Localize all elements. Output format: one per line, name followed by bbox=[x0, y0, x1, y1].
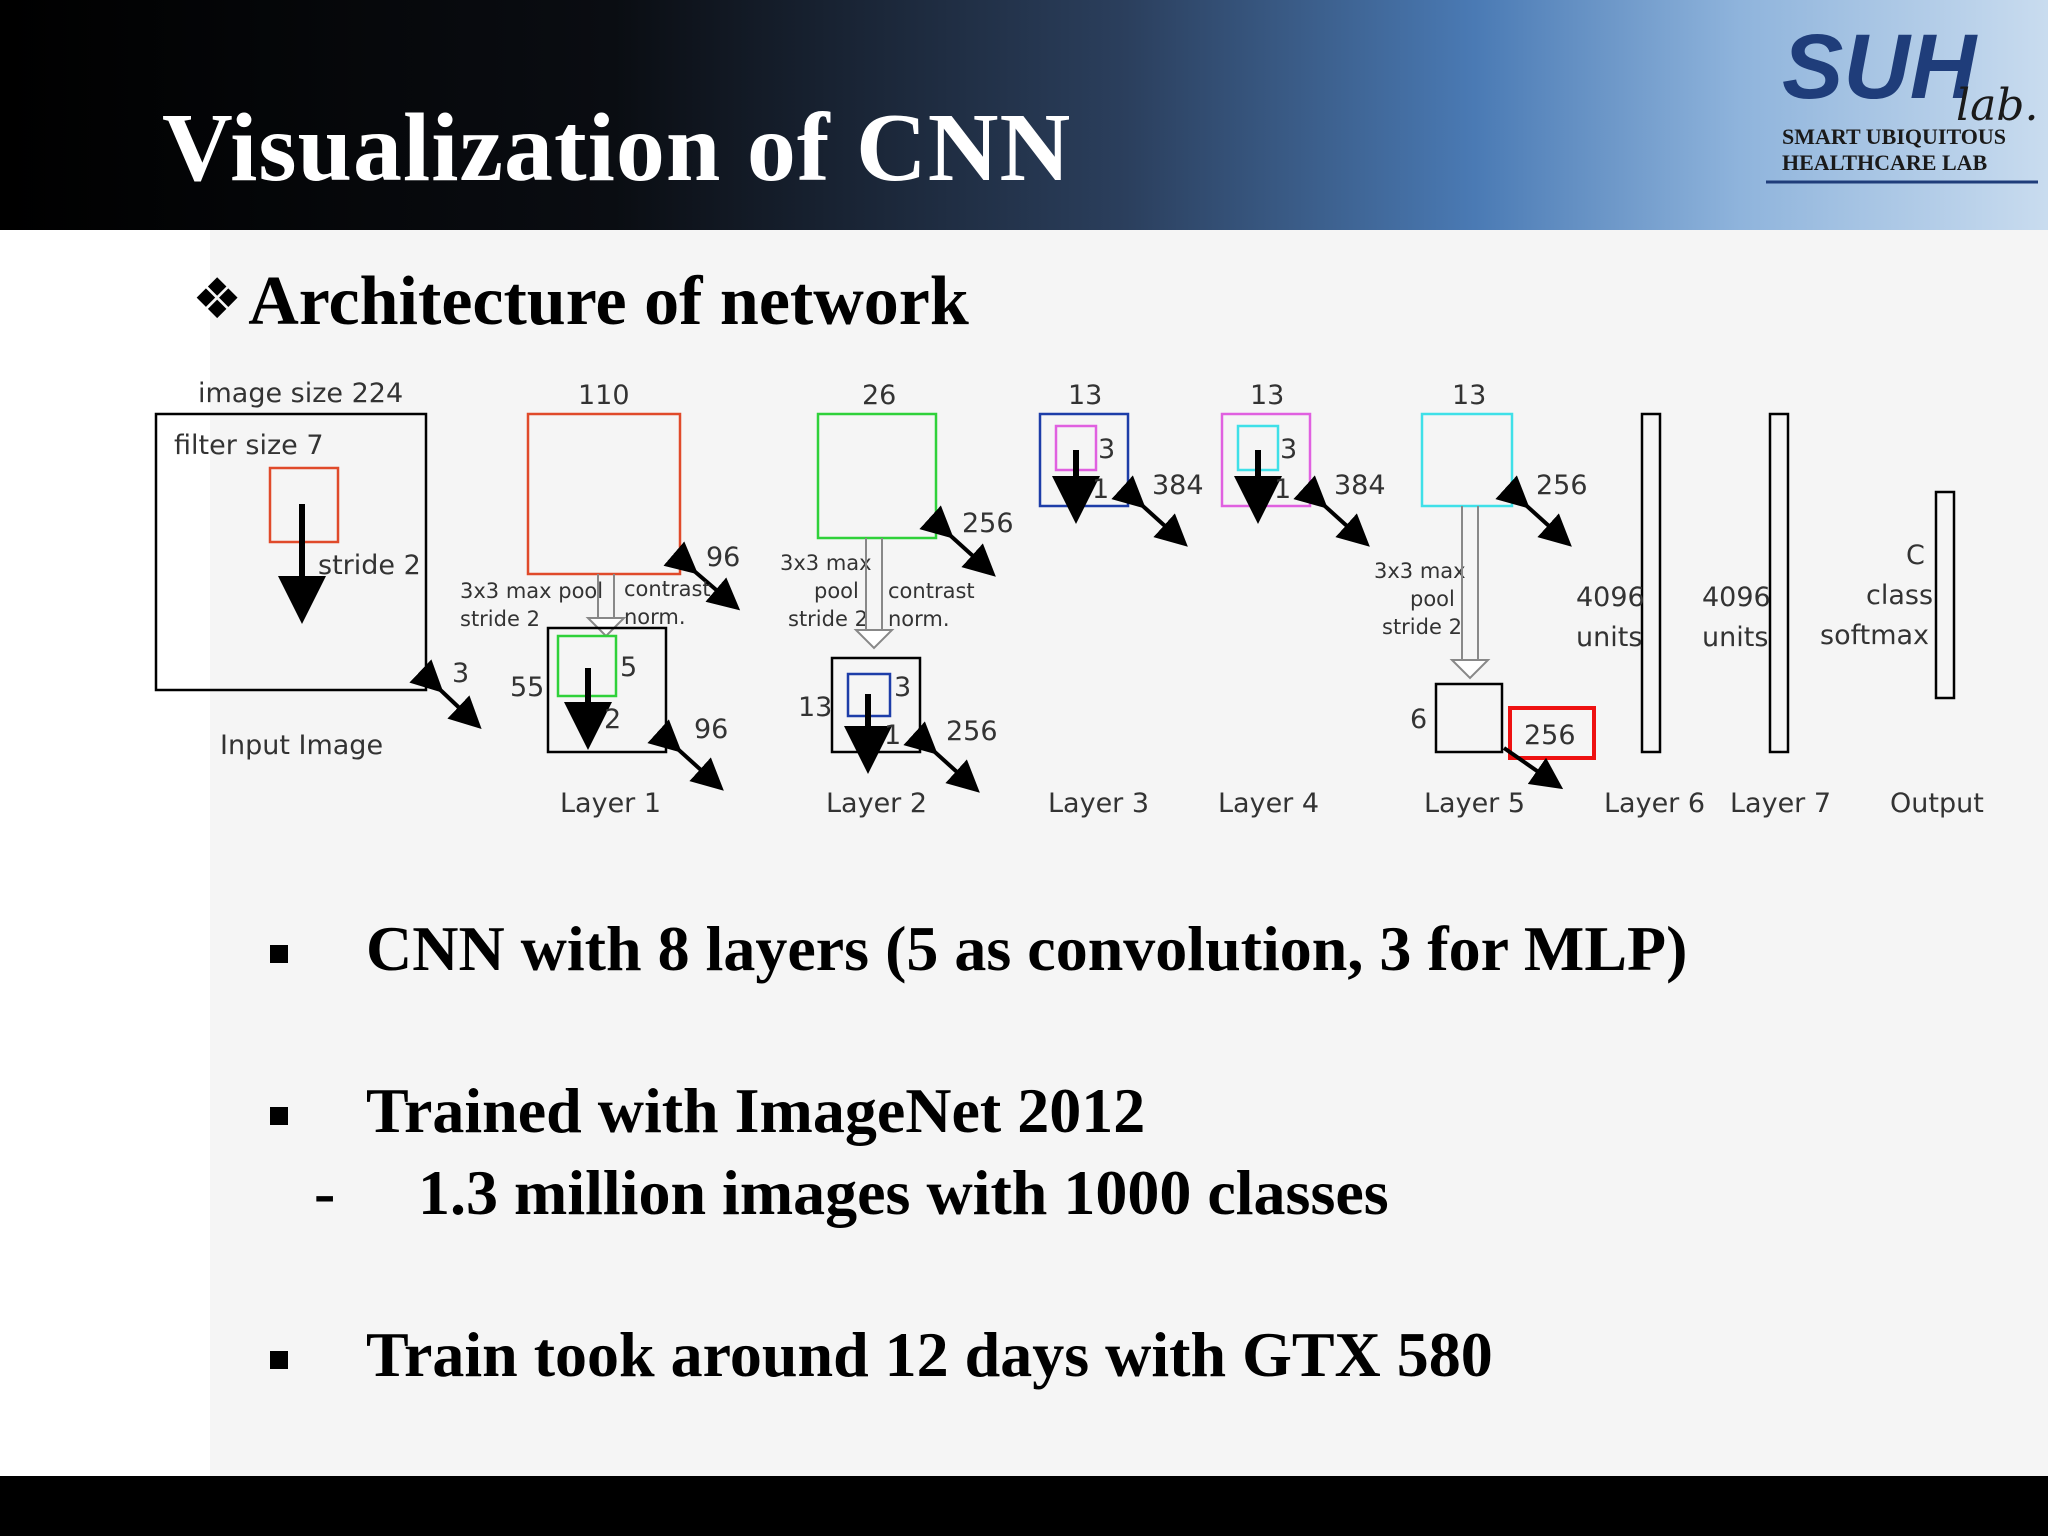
output-caption: Output bbox=[1890, 788, 1984, 819]
diamond-bullet-icon: ❖ bbox=[192, 267, 243, 332]
layer5-depth-arrow bbox=[1502, 746, 1564, 790]
input-stride-label: stride 2 bbox=[318, 550, 421, 581]
input-depth-label: 3 bbox=[452, 658, 469, 689]
layer7-units-1: 4096 bbox=[1702, 582, 1771, 613]
layer-3-block: 13 3 1 384 Layer 3 bbox=[1038, 380, 1204, 819]
layer1-side: 55 bbox=[510, 672, 544, 703]
layer2-depth-arrow bbox=[903, 721, 980, 793]
suh-lab-logo: SUH lab. SMART UBIQUITOUS HEALTHCARE LAB bbox=[1766, 16, 2038, 184]
layer5-depth-top-arrow bbox=[1495, 475, 1572, 547]
layer4-caption: Layer 4 bbox=[1218, 788, 1319, 819]
layer1-norm-1: contrast bbox=[624, 577, 711, 601]
layer1-depth: 96 bbox=[694, 714, 728, 745]
logo-line-1: SMART UBIQUITOUS bbox=[1782, 124, 2006, 149]
layer5-feature-map bbox=[1420, 412, 1514, 508]
layer2-feature-map bbox=[816, 412, 938, 540]
section-heading-text: Architecture of network bbox=[248, 263, 969, 340]
title-bar: Visualization of CNN SUH lab. SMART UBIQ… bbox=[0, 0, 2048, 230]
footer-bar bbox=[0, 1476, 2048, 1536]
layer7-bar bbox=[1768, 412, 1790, 754]
layer-4-block: 13 3 1 384 Layer 4 bbox=[1218, 380, 1386, 819]
layer1-output-box bbox=[546, 626, 668, 754]
slide-title: Visualization of CNN bbox=[162, 94, 1072, 202]
layer1-pool-1: 3x3 max pool bbox=[460, 579, 603, 603]
input-image-box bbox=[154, 412, 428, 692]
layer7-caption: Layer 7 bbox=[1730, 788, 1831, 819]
layer5-depth: 256 bbox=[1524, 720, 1576, 751]
layer4-depth-arrow bbox=[1293, 475, 1370, 547]
layer3-depth-arrow bbox=[1111, 475, 1188, 547]
layer2-pool-arrow bbox=[853, 629, 895, 650]
layer4-kernel: 3 bbox=[1280, 434, 1297, 465]
layer-7-block: 4096 units Layer 7 bbox=[1702, 412, 1831, 819]
cnn-architecture-diagram: image size 224 filter size 7 stride 2 3 … bbox=[154, 378, 1984, 819]
layer2-pool-1: 3x3 max bbox=[780, 551, 872, 575]
content-area bbox=[0, 230, 2048, 1476]
output-class: class bbox=[1866, 580, 1933, 611]
layer4-stride: 1 bbox=[1274, 474, 1291, 505]
layer2-norm-1: contrast bbox=[888, 579, 975, 603]
input-image-block: image size 224 filter size 7 stride 2 3 … bbox=[154, 378, 482, 761]
layer1-feature-map bbox=[526, 412, 682, 576]
logo-wordmark: SUH bbox=[1782, 16, 1979, 118]
input-caption: Input Image bbox=[220, 730, 383, 761]
layer2-pool-3: stride 2 bbox=[788, 607, 868, 631]
output-c: C bbox=[1906, 540, 1925, 571]
output-bar bbox=[1934, 490, 1956, 700]
layer2-pool-2: pool bbox=[814, 579, 859, 603]
layer5-pool-1: 3x3 max bbox=[1374, 559, 1466, 583]
layer5-pool-arrow bbox=[1449, 659, 1491, 680]
layer5-pool-3: stride 2 bbox=[1382, 615, 1462, 639]
layer2-depth-top: 256 bbox=[962, 508, 1014, 539]
layer-6-block: 4096 units Layer 6 bbox=[1576, 412, 1705, 819]
layer6-units-2: units bbox=[1576, 622, 1642, 653]
layer2-stride: 1 bbox=[884, 720, 901, 751]
layer5-depth-top: 256 bbox=[1536, 470, 1588, 501]
input-size-label: image size 224 bbox=[198, 378, 403, 409]
input-depth-arrow bbox=[409, 659, 482, 730]
logo-line-2: HEALTHCARE LAB bbox=[1782, 150, 1988, 175]
layer5-pool-2: pool bbox=[1410, 587, 1455, 611]
layer3-caption: Layer 3 bbox=[1048, 788, 1149, 819]
layer4-depth: 384 bbox=[1334, 470, 1386, 501]
layer2-kernel: 3 bbox=[894, 672, 911, 703]
layer1-pool-2: stride 2 bbox=[460, 607, 540, 631]
layer1-depth-top-arrow bbox=[663, 541, 741, 611]
layer3-stride: 1 bbox=[1092, 474, 1109, 505]
layer5-caption: Layer 5 bbox=[1424, 788, 1525, 819]
layer3-kernel: 3 bbox=[1098, 434, 1115, 465]
layer6-bar bbox=[1640, 412, 1662, 754]
layer6-units-1: 4096 bbox=[1576, 582, 1645, 613]
layer3-depth: 384 bbox=[1152, 470, 1204, 501]
layer6-caption: Layer 6 bbox=[1604, 788, 1705, 819]
layer1-depth-arrow bbox=[647, 719, 724, 791]
layer2-norm-2: norm. bbox=[888, 607, 950, 631]
layer1-caption: Layer 1 bbox=[560, 788, 661, 819]
layer1-kernel: 5 bbox=[620, 652, 637, 683]
logo-lab-script: lab. bbox=[1956, 80, 2038, 131]
layer2-top-size: 26 bbox=[862, 380, 896, 411]
output-softmax: softmax bbox=[1820, 620, 1929, 651]
layer2-depth-top-arrow bbox=[919, 505, 996, 577]
input-filter-label: filter size 7 bbox=[174, 430, 324, 461]
layer7-units-2: units bbox=[1702, 622, 1768, 653]
layer2-caption: Layer 2 bbox=[826, 788, 927, 819]
output-block: C class softmax Output bbox=[1820, 490, 1984, 819]
layer1-norm-2: norm. bbox=[624, 605, 686, 629]
layer-5-block: 13 256 3x3 max pool stride 2 6 256 Layer… bbox=[1374, 380, 1596, 819]
layer-1-block: 110 96 3x3 max pool stride 2 contrast no… bbox=[460, 380, 740, 819]
section-heading: ❖Architecture of network bbox=[192, 262, 969, 342]
layer2-depth: 256 bbox=[946, 716, 998, 747]
layer1-top-size: 110 bbox=[578, 380, 630, 411]
layer1-stride: 2 bbox=[604, 704, 621, 735]
layer-2-block: 26 256 3x3 max pool stride 2 contrast no… bbox=[780, 380, 1014, 819]
layer3-top-size: 13 bbox=[1068, 380, 1102, 411]
layer5-top-size: 13 bbox=[1452, 380, 1486, 411]
layer2-side: 13 bbox=[798, 692, 832, 723]
layer1-depth-top: 96 bbox=[706, 542, 740, 573]
layer4-top-size: 13 bbox=[1250, 380, 1284, 411]
layer5-output-box bbox=[1434, 682, 1504, 754]
layer5-side: 6 bbox=[1410, 704, 1427, 735]
